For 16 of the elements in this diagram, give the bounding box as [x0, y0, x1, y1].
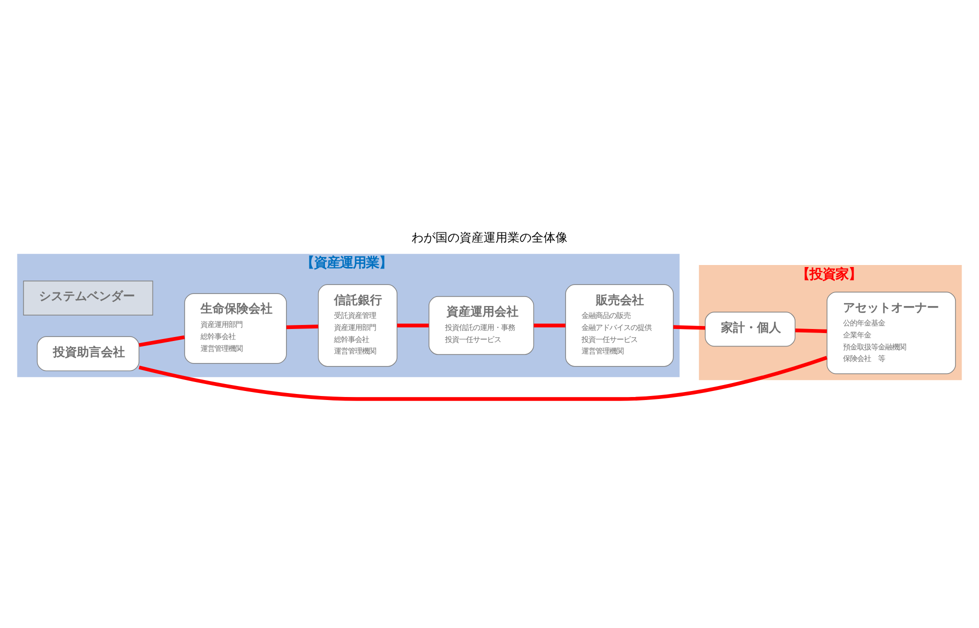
node-box: システムベンダー [23, 280, 154, 316]
diagram-title: わが国の資産運用業の全体像 [412, 230, 568, 244]
node-box: 信託銀行 受託資産管理 資産運用部門 総幹事会社 運営管理機関 [318, 284, 398, 367]
node-box: 投資助言会社 [36, 336, 140, 372]
node-box: 家計・個人 [704, 312, 796, 347]
connector [534, 324, 566, 328]
node-box: 資産運用会社 投資信託の運用・事務 投資一任サービス [428, 296, 534, 355]
connector [673, 325, 706, 330]
connector [138, 356, 828, 401]
connector [138, 335, 185, 347]
connector [286, 324, 318, 330]
node-box: 販売会社 金融商品の販売 金融アドバイスの提供 投資一任サービス 運営管理機関 [565, 284, 674, 367]
connector [397, 324, 429, 328]
node-box: 生命保険会社 資産運用部門 総幹事会社 運営管理機関 [184, 293, 287, 364]
node-box: アセットオーナー 公的年金基金 企業年金 預金取扱等金融機関 保険会社 等 [826, 292, 956, 374]
connector [795, 328, 827, 334]
